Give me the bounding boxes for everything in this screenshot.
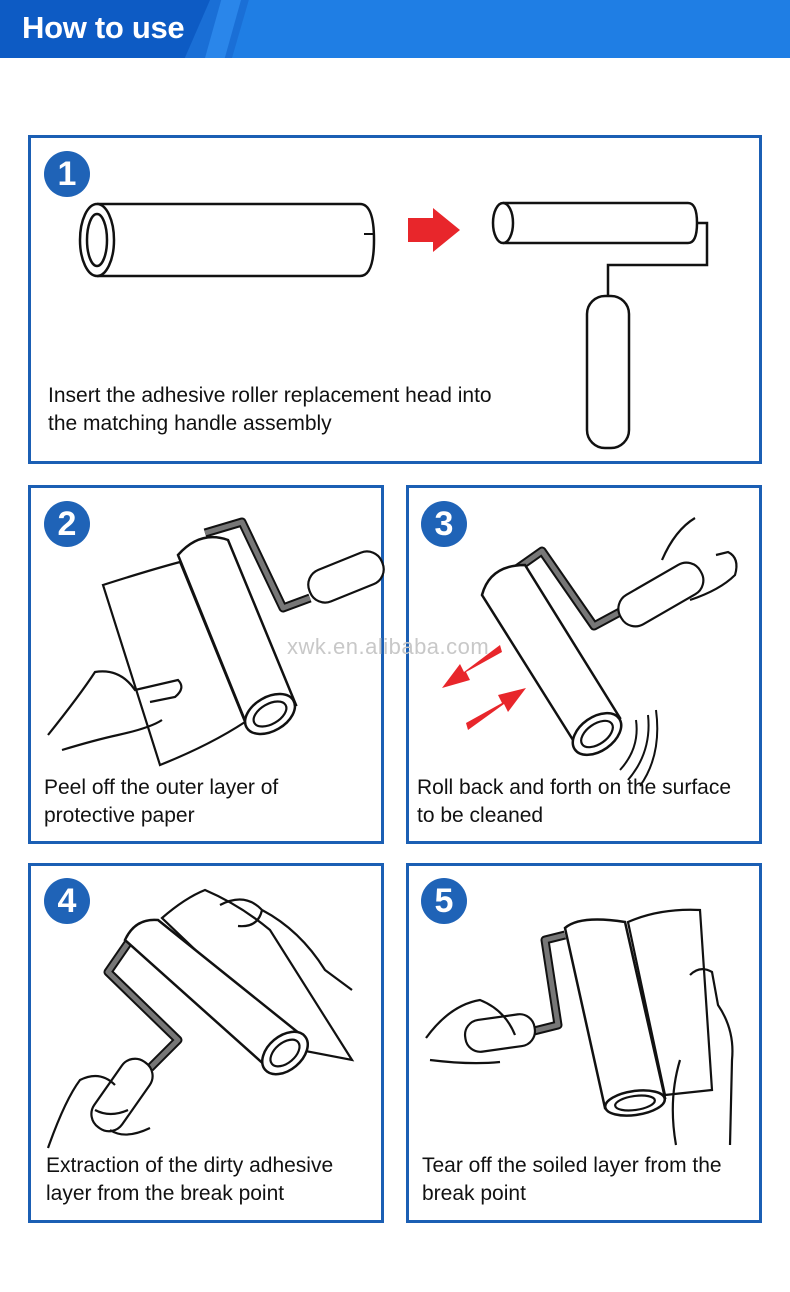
step-1-panel [28, 135, 762, 464]
step-1-number-badge: 1 [44, 151, 90, 197]
step-5-number-badge: 5 [421, 878, 467, 924]
step-5-caption-line-1: Tear off the soiled layer from the [422, 1154, 722, 1177]
step-1-caption-line-2: the matching handle assembly [48, 412, 332, 435]
step-3-caption-line-2: to be cleaned [417, 804, 544, 827]
step-5-caption-line-2: break point [422, 1182, 526, 1205]
step-4-number-badge: 4 [44, 878, 90, 924]
step-2-caption: Peel off the outer layer of protective p… [44, 774, 278, 830]
step-4-caption-line-2: layer from the break point [46, 1182, 285, 1205]
step-3-caption: Roll back and forth on the surface to be… [417, 774, 731, 830]
step-1-caption: Insert the adhesive roller replacement h… [48, 382, 492, 438]
step-3-number-badge: 3 [421, 501, 467, 547]
watermark: xwk.en.alibaba.com [287, 634, 490, 659]
step-5-caption: Tear off the soiled layer from the break… [422, 1152, 722, 1208]
page-title: How to use [22, 10, 185, 45]
header-tab [0, 0, 210, 58]
step-4-caption-line-1: Extraction of the dirty adhesive [46, 1154, 334, 1177]
step-2-caption-line-2: protective paper [44, 804, 195, 827]
header-stripe [232, 0, 790, 58]
page-header: How to use [0, 0, 790, 58]
step-4-caption: Extraction of the dirty adhesive layer f… [46, 1152, 333, 1208]
step-1-caption-line-1: Insert the adhesive roller replacement h… [48, 384, 492, 407]
step-2-caption-line-1: Peel off the outer layer of [44, 776, 279, 799]
step-3-caption-line-1: Roll back and forth on the surface [417, 776, 732, 799]
step-2-number-badge: 2 [44, 501, 90, 547]
